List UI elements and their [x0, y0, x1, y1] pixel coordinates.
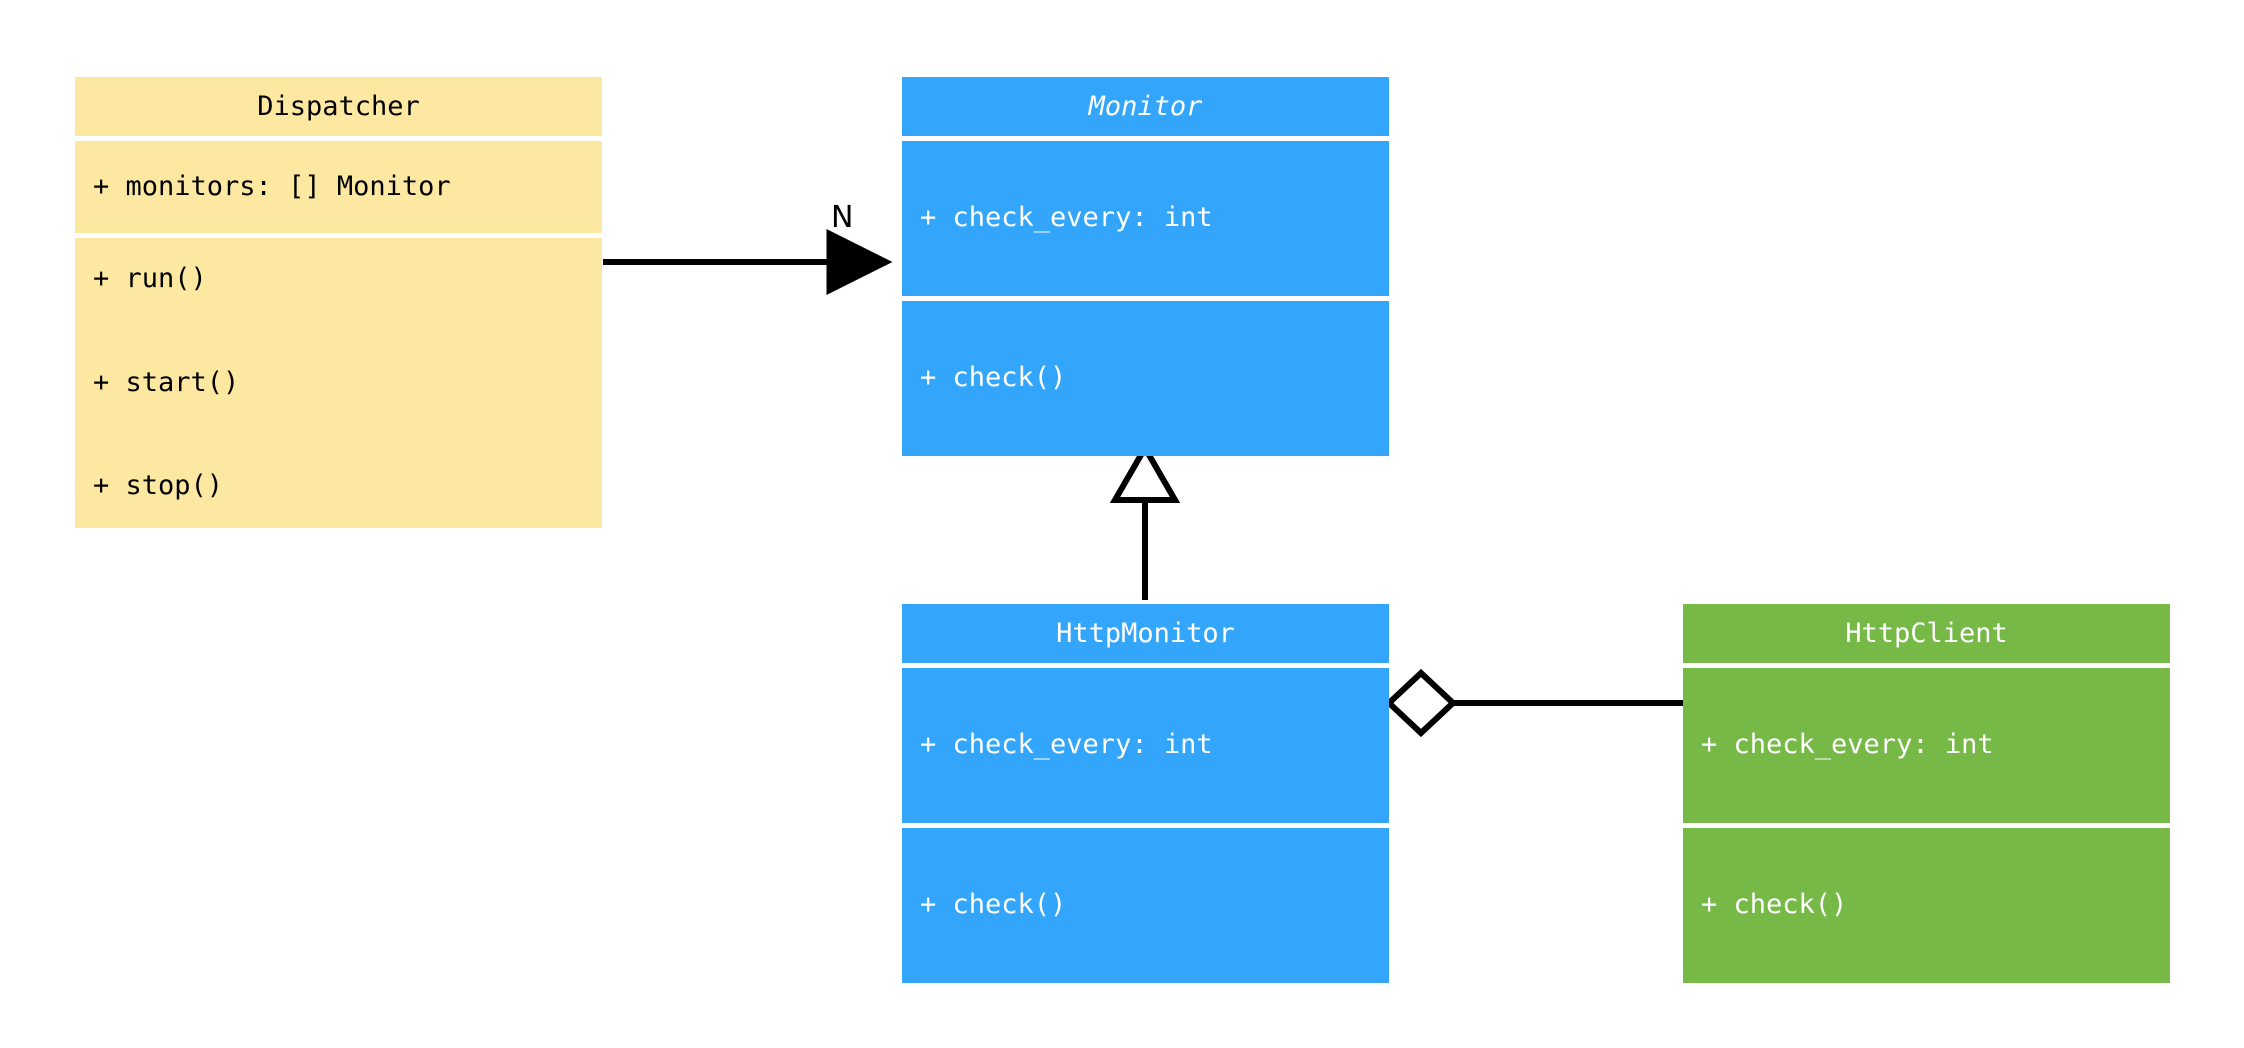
class-name-monitor: Monitor [1088, 90, 1203, 122]
method-list: + check() [902, 292, 1389, 465]
attribute-list: + check_every: int [902, 132, 1389, 305]
class-name-httpmonitor: HttpMonitor [1056, 617, 1235, 649]
method-item: + check() [920, 362, 1067, 394]
edge-httpmonitor-to-httpclient [1384, 668, 1683, 738]
method-item: + check() [920, 889, 1067, 921]
class-box-monitor[interactable]: Monitor + check_every: int + check() [902, 77, 1389, 456]
class-methods-compartment: + check() [902, 301, 1389, 456]
class-name-dispatcher: Dispatcher [257, 90, 420, 122]
class-methods-compartment: + check() [1683, 828, 2170, 983]
class-title-compartment: HttpMonitor [902, 604, 1389, 663]
method-item: + run() [93, 263, 207, 295]
class-title-compartment: Dispatcher [75, 77, 602, 136]
class-attributes-compartment: + check_every: int [902, 668, 1389, 823]
class-title-compartment: HttpClient [1683, 604, 2170, 663]
method-item: + start() [93, 366, 240, 398]
class-methods-compartment: + check() [902, 828, 1389, 983]
method-list: + check() [902, 819, 1389, 992]
method-list: + check() [1683, 819, 2170, 992]
class-box-httpmonitor[interactable]: HttpMonitor + check_every: int + check() [902, 604, 1389, 983]
class-name-httpclient: HttpClient [1845, 617, 2008, 649]
attribute-item: + monitors: [] Monitor [93, 170, 451, 202]
class-title-compartment: Monitor [902, 77, 1389, 136]
attribute-list: + check_every: int [1683, 659, 2170, 832]
class-attributes-compartment: + check_every: int [902, 141, 1389, 296]
method-item: + stop() [93, 470, 224, 502]
class-methods-compartment: + run() + start() + stop() [75, 238, 602, 528]
edge-httpmonitor-to-monitor [1109, 441, 1181, 600]
attribute-list: + check_every: int [902, 659, 1389, 832]
class-box-dispatcher[interactable]: Dispatcher + monitors: [] Monitor + run(… [75, 77, 602, 528]
attribute-item: + check_every: int [920, 202, 1213, 234]
attribute-item: + check_every: int [920, 729, 1213, 761]
class-attributes-compartment: + monitors: [] Monitor [75, 141, 602, 233]
class-attributes-compartment: + check_every: int [1683, 668, 2170, 823]
association-multiplicity-label: N [831, 200, 854, 235]
class-box-httpclient[interactable]: HttpClient + check_every: int + check() [1683, 604, 2170, 983]
attribute-list: + monitors: [] Monitor [75, 101, 602, 274]
attribute-item: + check_every: int [1701, 729, 1994, 761]
method-item: + check() [1701, 889, 1848, 921]
method-list: + run() + start() + stop() [75, 193, 602, 573]
